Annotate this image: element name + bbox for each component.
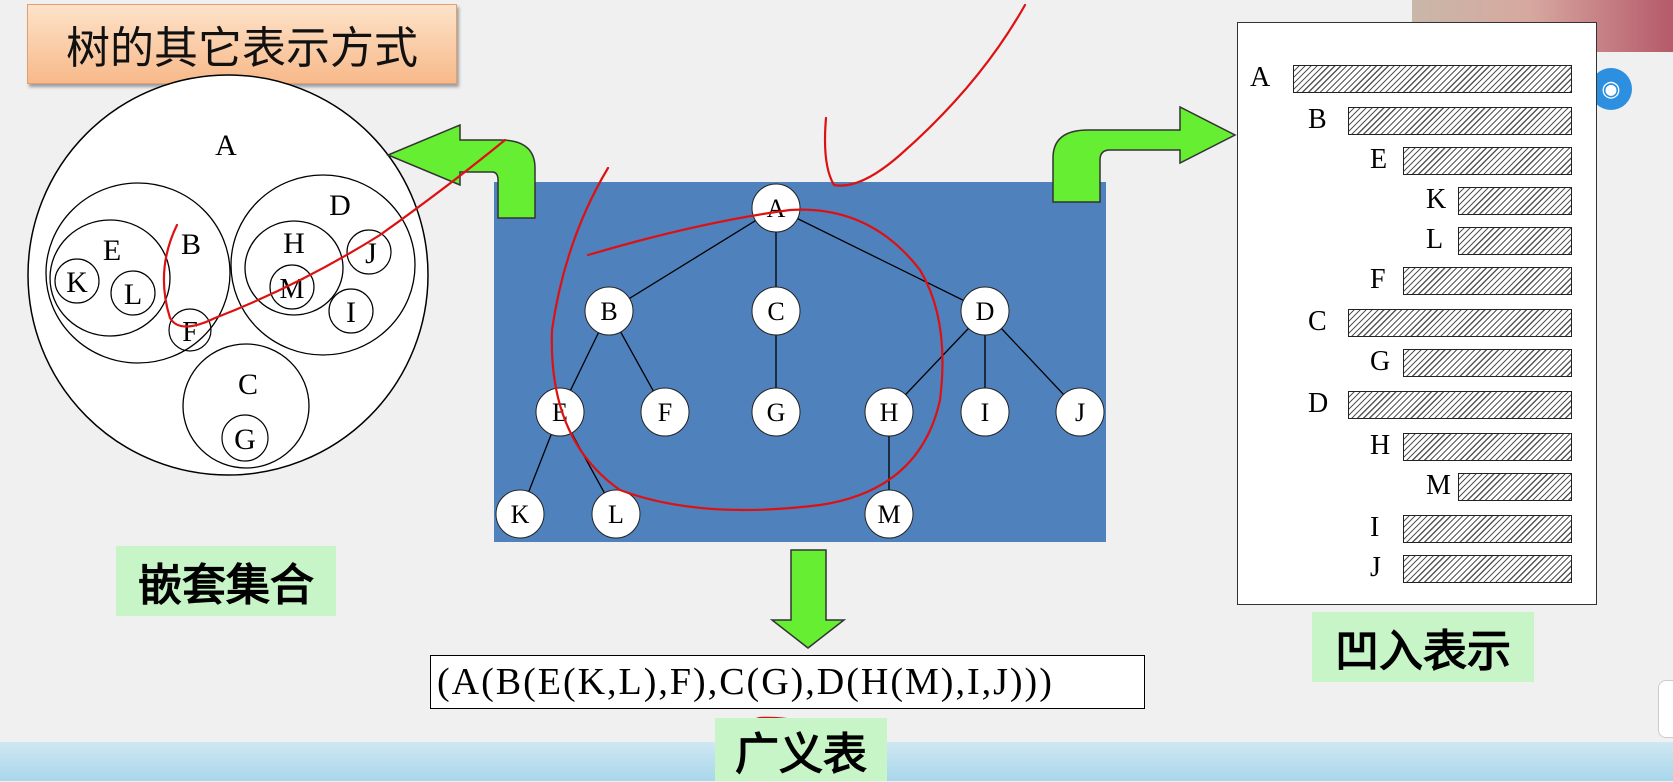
indent-row-B: B xyxy=(1238,104,1596,135)
tree-node-E: E xyxy=(535,387,585,437)
nested-leaf-G: G xyxy=(234,423,256,456)
tree-node-I: I xyxy=(960,387,1010,437)
nested-label-E: E xyxy=(103,234,121,267)
arrow-to-nested xyxy=(386,123,536,219)
indent-letter: K xyxy=(1426,184,1447,215)
indent-row-A: A xyxy=(1238,62,1596,93)
indent-bar xyxy=(1403,147,1572,175)
nested-label-D: D xyxy=(329,189,351,222)
side-tab-handle[interactable] xyxy=(1658,680,1673,738)
indent-bar xyxy=(1293,65,1572,93)
tree-node-D: D xyxy=(960,286,1010,336)
label-nested-set: 嵌套集合 xyxy=(116,546,336,616)
nested-leaf-I: I xyxy=(346,296,356,329)
label-indented: 凹入表示 xyxy=(1312,612,1534,682)
tree-node-H: H xyxy=(864,387,914,437)
indent-row-D: D xyxy=(1238,388,1596,419)
indent-letter: M xyxy=(1426,470,1451,501)
nested-label-H: H xyxy=(283,227,305,260)
indent-bar xyxy=(1458,187,1572,215)
tree-edge-A-B xyxy=(608,207,777,312)
svg-text:A: A xyxy=(767,194,786,223)
indent-letter: B xyxy=(1308,104,1327,135)
indent-row-H: H xyxy=(1238,430,1596,461)
indent-letter: G xyxy=(1370,346,1391,377)
svg-text:D: D xyxy=(976,297,995,326)
svg-text:K: K xyxy=(511,500,530,529)
indent-letter: D xyxy=(1308,388,1329,419)
svg-text:L: L xyxy=(608,500,624,529)
tree-node-M: M xyxy=(864,489,914,539)
indent-letter: L xyxy=(1426,224,1444,255)
indent-row-M: M xyxy=(1238,470,1596,501)
indent-letter: E xyxy=(1370,144,1388,175)
indent-letter: I xyxy=(1370,512,1380,543)
indent-bar xyxy=(1403,267,1572,295)
indent-letter: H xyxy=(1370,430,1391,461)
svg-text:F: F xyxy=(658,398,672,427)
nested-label-B: B xyxy=(181,228,201,261)
svg-text:M: M xyxy=(877,500,900,529)
arrow-to-generalized xyxy=(769,549,847,649)
indent-bar xyxy=(1348,107,1572,135)
nested-leaf-L: L xyxy=(124,278,142,311)
monster-icon[interactable]: ◉ xyxy=(1590,68,1632,110)
label-generalized-list: 广义表 xyxy=(715,718,887,781)
indent-row-G: G xyxy=(1238,346,1596,377)
indent-bar xyxy=(1348,309,1572,337)
tree-node-L: L xyxy=(591,489,641,539)
nested-set-diagram: A B E K L F D H M J I C G xyxy=(27,74,429,476)
indent-bar xyxy=(1348,391,1572,419)
indent-bar xyxy=(1458,227,1572,255)
svg-text:J: J xyxy=(1075,398,1085,427)
page-title: 树的其它表示方式 xyxy=(27,4,457,84)
nested-label-C: C xyxy=(238,368,258,401)
indent-row-L: L xyxy=(1238,224,1596,255)
tree-node-B: B xyxy=(584,286,634,336)
indent-letter: C xyxy=(1308,306,1327,337)
indent-row-C: C xyxy=(1238,306,1596,337)
nested-label-A: A xyxy=(215,129,237,162)
indent-letter: F xyxy=(1370,264,1386,295)
arrow-to-indented xyxy=(1052,105,1237,203)
indent-row-I: I xyxy=(1238,512,1596,543)
indent-row-E: E xyxy=(1238,144,1596,175)
indent-bar xyxy=(1403,349,1572,377)
indent-row-J: J xyxy=(1238,552,1596,583)
generalized-list-text: (A(B(E(K,L),F),C(G),D(H(M),I,J))) xyxy=(430,655,1145,709)
tree-node-F: F xyxy=(640,387,690,437)
indent-bar xyxy=(1403,515,1572,543)
indent-bar xyxy=(1403,433,1572,461)
tree-node-G: G xyxy=(751,387,801,437)
nested-leaf-F: F xyxy=(182,317,198,348)
indent-bar xyxy=(1403,555,1572,583)
tree-edge-A-D xyxy=(775,207,986,312)
indent-row-F: F xyxy=(1238,264,1596,295)
indent-row-K: K xyxy=(1238,184,1596,215)
tree-node-A: A xyxy=(751,183,801,233)
nested-leaf-K: K xyxy=(66,266,88,299)
svg-text:C: C xyxy=(767,297,784,326)
svg-text:G: G xyxy=(767,398,786,427)
tree-diagram: A B C D E F G H I J K L M xyxy=(494,182,1106,542)
tree-node-J: J xyxy=(1055,387,1105,437)
svg-text:I: I xyxy=(981,398,990,427)
svg-text:H: H xyxy=(880,398,899,427)
tree-node-C: C xyxy=(751,286,801,336)
indent-letter: J xyxy=(1370,552,1381,583)
indent-bar xyxy=(1458,473,1572,501)
tree-node-K: K xyxy=(495,489,545,539)
nested-leaf-J: J xyxy=(365,237,377,270)
indent-letter: A xyxy=(1250,62,1271,93)
svg-text:B: B xyxy=(600,297,617,326)
